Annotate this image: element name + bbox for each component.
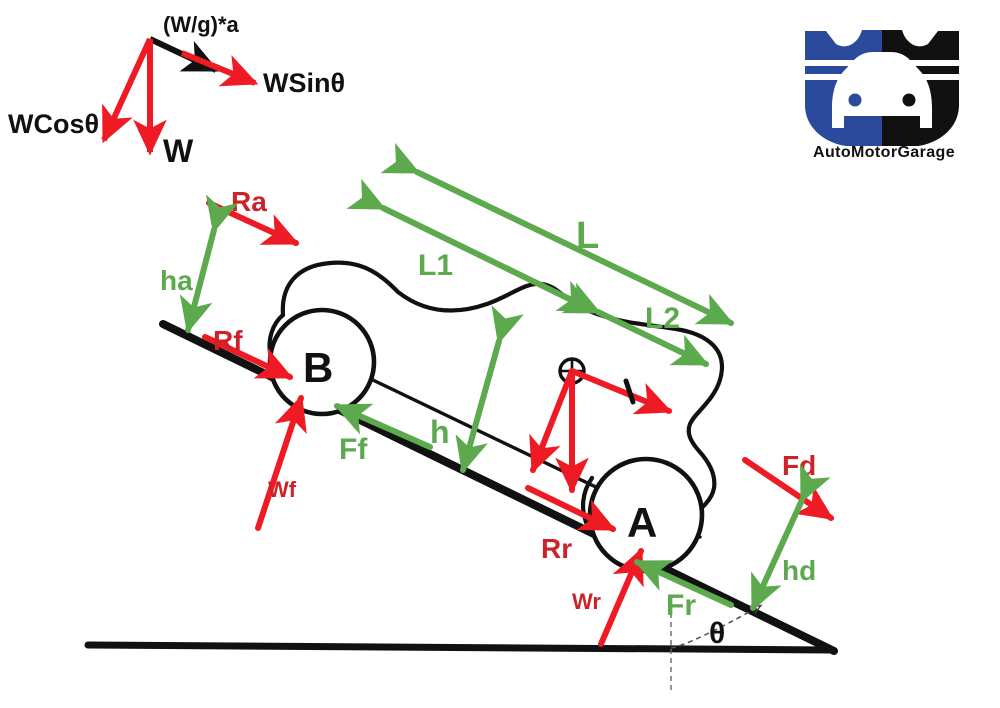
arrow-normal-front-wf bbox=[255, 394, 307, 531]
label-wcos-theta: WCosθ bbox=[8, 109, 99, 139]
label-L: L bbox=[576, 215, 599, 257]
angle-arc bbox=[670, 606, 760, 649]
label-ha: ha bbox=[160, 265, 193, 296]
label-ra: Ra bbox=[231, 186, 267, 217]
label-rr: Rr bbox=[541, 533, 572, 564]
vector-wsin-theta bbox=[180, 50, 259, 87]
wheel-rear-a-label: A bbox=[627, 499, 657, 546]
label-wsin-theta: WSinθ bbox=[263, 68, 345, 98]
dimension-arrow-ha bbox=[179, 194, 239, 334]
automotorgarage-logo: AutoMotorGarage bbox=[803, 30, 961, 161]
cg-vector-tick-mark bbox=[623, 378, 636, 405]
label-hd: hd bbox=[782, 555, 816, 586]
dimension-arrow-Fr bbox=[633, 559, 734, 608]
label-L1: L1 bbox=[418, 249, 453, 282]
vehicle-force-arrows bbox=[202, 200, 834, 647]
wheel-group: B A bbox=[267, 307, 705, 574]
arrow-rolling-resistance-front-rf bbox=[202, 334, 294, 380]
label-Ff: Ff bbox=[339, 433, 368, 466]
label-fd: Fd bbox=[782, 450, 816, 481]
label-L2: L2 bbox=[645, 302, 680, 335]
vector-wcos-theta bbox=[101, 37, 153, 144]
label-incline-angle-theta: θ bbox=[709, 617, 725, 650]
dimension-arrow-L1 bbox=[346, 178, 596, 313]
dimension-arrow-Ff bbox=[333, 403, 433, 450]
horizontal-ground-line bbox=[84, 641, 834, 654]
arrow-cg-normal-component bbox=[529, 368, 575, 474]
label-Fr: Fr bbox=[666, 589, 696, 622]
dimension-arrow-L2 bbox=[561, 282, 710, 367]
dimension-arrow-h bbox=[455, 305, 524, 474]
logo-car-silhouette bbox=[832, 52, 932, 128]
arrow-rolling-resistance-rear-rr bbox=[525, 485, 617, 532]
label-wf: Wf bbox=[268, 477, 297, 502]
label-rf: Rf bbox=[213, 325, 243, 356]
label-h: h bbox=[430, 414, 450, 450]
arrow-cg-along-incline bbox=[569, 368, 673, 415]
inclined-plane-line bbox=[159, 320, 838, 655]
label-wga: (W/g)*a bbox=[163, 12, 240, 37]
logo-wordmark: AutoMotorGarage bbox=[813, 144, 955, 161]
label-wr: Wr bbox=[572, 589, 601, 614]
dimension-label-group: L L1 L2 ha h hd Ff Fr bbox=[160, 215, 816, 622]
force-triangle-group: (W/g)*a WSinθ WCosθ W bbox=[8, 12, 345, 169]
dimension-arrow-group bbox=[179, 142, 831, 612]
label-weight-w: W bbox=[163, 133, 194, 169]
wheel-front-b-label: B bbox=[303, 344, 333, 391]
dimension-arrow-hd bbox=[750, 463, 831, 612]
